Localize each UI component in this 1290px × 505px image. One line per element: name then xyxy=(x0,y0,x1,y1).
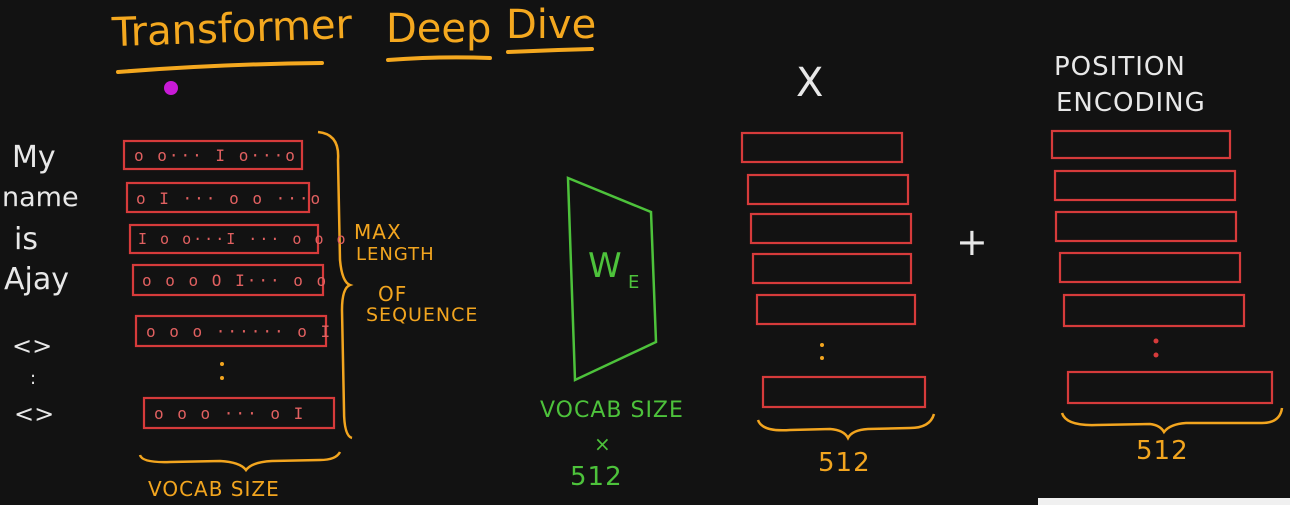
position-label-2: ENCODING xyxy=(1056,88,1206,118)
embedding-matrix-shape xyxy=(566,176,658,382)
max-length-label-1: MAX xyxy=(354,220,402,244)
corner-panel xyxy=(1038,498,1290,505)
title-word-transformer: Transformer xyxy=(111,1,353,57)
one-hot-row-text-4: o o o O I··· o o xyxy=(142,271,329,290)
pe-dot-2 xyxy=(1153,352,1159,358)
embedding-row-3 xyxy=(749,212,913,245)
one-hot-matrix xyxy=(122,139,336,430)
weight-subscript: E xyxy=(628,272,641,293)
pe-row-3 xyxy=(1054,210,1238,243)
one-hot-row-1 xyxy=(122,139,304,171)
max-length-brace xyxy=(317,130,354,440)
token-my: My xyxy=(12,140,56,175)
pe-row-5 xyxy=(1062,293,1246,328)
position-encoding-vectors xyxy=(1050,129,1274,405)
emb-dot-1 xyxy=(820,343,824,347)
one-hot-row-text-2: o I ··· o o ···o xyxy=(136,189,323,208)
embedding-row-2 xyxy=(746,173,910,206)
times-sign: × xyxy=(594,432,612,456)
one-hot-row-text-1: o o··· I o···o xyxy=(134,146,297,165)
max-length-label-2: LENGTH xyxy=(356,244,435,265)
token-ellipsis: : xyxy=(30,368,37,389)
token-ajay: Ajay xyxy=(4,262,69,297)
max-length-label-3: OF xyxy=(378,282,408,306)
token-name: name xyxy=(2,182,79,213)
one-hot-row-5 xyxy=(134,314,328,348)
dimension-512-label: 512 xyxy=(570,462,623,492)
emb-512-label: 512 xyxy=(818,448,871,478)
multiply-sign: X xyxy=(796,60,825,106)
pe-dot-1 xyxy=(1153,338,1159,344)
one-hot-row-text-6: o o o ··· o I xyxy=(154,404,306,423)
title-underline-1 xyxy=(116,61,324,74)
cursor-dot xyxy=(164,81,178,95)
embedding-row-5 xyxy=(755,293,917,326)
pe-row-6 xyxy=(1066,370,1274,405)
weight-symbol: W xyxy=(588,246,623,286)
title-word-deep: Deep xyxy=(386,6,492,52)
max-length-label-4: SEQUENCE xyxy=(366,304,479,326)
row-dot-1 xyxy=(220,362,224,366)
vocab-size-brace xyxy=(138,451,342,473)
pe-row-4 xyxy=(1058,251,1242,284)
vocab-size-x-label: VOCAB SIZE xyxy=(540,398,684,423)
row-dot-2 xyxy=(220,376,224,380)
emb-dot-2 xyxy=(820,356,824,360)
embedding-vectors xyxy=(740,131,927,409)
one-hot-row-4 xyxy=(131,263,325,297)
pe-row-1 xyxy=(1050,129,1232,160)
title-word-dive: Dive xyxy=(506,2,597,48)
title-underline-2 xyxy=(386,55,492,62)
position-label-1: POSITION xyxy=(1054,52,1186,82)
pe-512-label: 512 xyxy=(1136,436,1189,466)
token-placeholder-2: <> xyxy=(14,400,55,428)
embedding-row-4 xyxy=(751,252,913,285)
one-hot-row-3 xyxy=(128,223,320,255)
emb-brace xyxy=(756,413,936,441)
title-underline-3 xyxy=(506,47,594,54)
one-hot-row-text-3: I o o···I ··· o o o xyxy=(138,230,348,248)
pe-brace xyxy=(1060,407,1284,435)
token-is: is xyxy=(14,222,38,257)
token-placeholder-1: <> xyxy=(12,332,53,360)
one-hot-row-2 xyxy=(125,181,311,214)
pe-row-2 xyxy=(1053,169,1237,202)
embedding-row-1 xyxy=(740,131,904,164)
vocab-size-label: VOCAB SIZE xyxy=(148,477,280,501)
embedding-row-6 xyxy=(761,375,927,409)
one-hot-row-6 xyxy=(142,396,336,430)
one-hot-row-text-5: o o o ······ o I xyxy=(146,322,333,341)
plus-sign: + xyxy=(956,220,989,264)
